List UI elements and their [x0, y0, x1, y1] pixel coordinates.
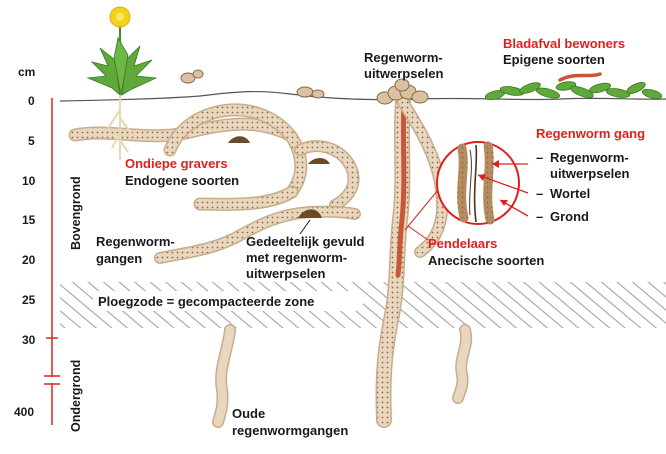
partially-filled-leader — [300, 220, 310, 234]
old-burrows-label-line1: Oude — [232, 406, 265, 421]
depth-tick-20: 20 — [22, 253, 36, 267]
epigeic-subtitle: Epigene soorten — [503, 52, 605, 67]
partially-filled-label-line2: met regenworm- — [246, 250, 347, 265]
epigeic-title: Bladafval bewoners — [503, 36, 625, 51]
partially-filled-label-line3: uitwerpselen — [246, 266, 326, 281]
depth-unit: cm — [18, 65, 35, 79]
depth-tick-15: 15 — [22, 213, 36, 227]
depth-tick-30: 30 — [22, 333, 36, 347]
burrow-detail-circle — [437, 142, 519, 224]
endogeic-title: Ondiepe gravers — [125, 156, 228, 171]
depth-tick-0: 0 — [28, 94, 35, 108]
burrows-label-line1: Regenworm- — [96, 234, 175, 249]
partially-filled-label-line1: Gedeeltelijk gevuld — [246, 234, 365, 249]
detail-item-bullet: – — [536, 150, 543, 165]
detail-item-bullet: – — [536, 186, 543, 201]
burrow-detail-title: Regenworm gang — [536, 126, 645, 141]
anecic-title: Pendelaars — [428, 236, 497, 251]
epigeic-worm — [560, 74, 600, 80]
depth-tick-25: 25 — [22, 293, 36, 307]
burrows-label-line2: gangen — [96, 251, 142, 266]
detail-item-root: Wortel — [550, 186, 590, 201]
topsoil-label: Bovengrond — [69, 176, 83, 250]
depth-tick-400: 400 — [14, 405, 34, 419]
surface-casts-label-line2: uitwerpselen — [364, 66, 444, 81]
compaction-zone-label: Ploegzode = gecompacteerde zone — [98, 294, 314, 309]
depth-tick-5: 5 — [28, 134, 35, 148]
detail-item-soil: Grond — [550, 209, 589, 224]
detail-item-casts-line2: uitwerpselen — [550, 166, 630, 181]
depth-tick-10: 10 — [22, 174, 36, 188]
burrow-detail-connector — [405, 190, 438, 230]
surface-casts-label-line1: Regenworm- — [364, 50, 443, 65]
endogeic-subtitle: Endogene soorten — [125, 173, 239, 188]
detail-item-bullet: – — [536, 209, 543, 224]
subsoil-label: Ondergrond — [69, 360, 83, 432]
anecic-leader — [408, 226, 428, 240]
burrow-cast — [308, 158, 330, 164]
burrow-cast — [228, 136, 250, 143]
old-burrows-label-line2: regenwormgangen — [232, 423, 348, 438]
detail-item-casts-line1: Regenworm- — [550, 150, 629, 165]
anecic-subtitle: Anecische soorten — [428, 253, 544, 268]
